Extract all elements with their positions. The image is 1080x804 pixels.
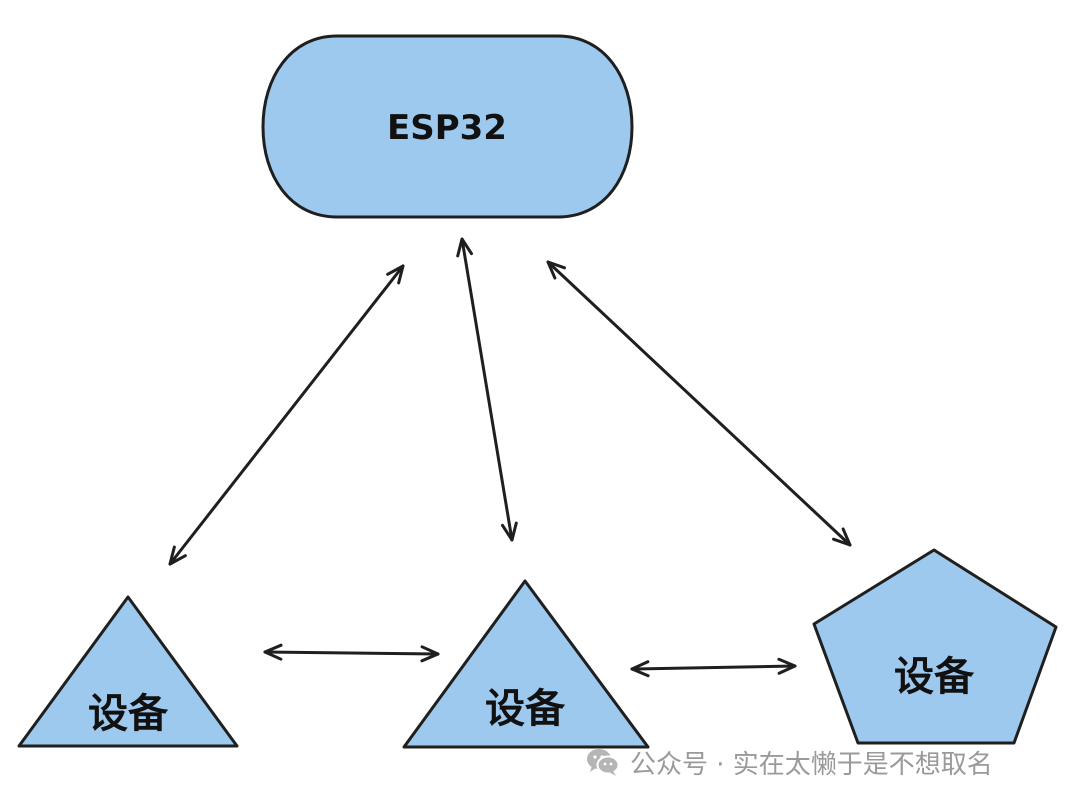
edge-device-1-device-2 bbox=[263, 643, 440, 663]
device-1-shape bbox=[17, 595, 239, 748]
watermark: 公众号 · 实在太懒于是不想取名 bbox=[586, 744, 993, 780]
device-2-shape bbox=[402, 579, 650, 749]
device-node-1: 设备 bbox=[17, 595, 239, 748]
edge-esp32-device-2 bbox=[456, 237, 518, 542]
wechat-icon bbox=[587, 749, 620, 776]
esp32-node-shape bbox=[261, 34, 634, 219]
device-1-label: 设备 bbox=[88, 691, 169, 737]
edge-esp32-device-1 bbox=[168, 264, 405, 566]
device-node-2: 设备 bbox=[402, 579, 650, 749]
watermark-text: 公众号 · 实在太懒于是不想取名 bbox=[630, 749, 993, 780]
esp32-node: ESP32 bbox=[261, 34, 634, 219]
device-node-3: 设备 bbox=[812, 548, 1058, 745]
device-3-shape bbox=[812, 548, 1058, 745]
device-2-label: 设备 bbox=[485, 686, 566, 732]
device-3-label: 设备 bbox=[894, 654, 975, 700]
edge-esp32-device-3 bbox=[546, 260, 852, 547]
edge-device-2-device-3 bbox=[630, 657, 797, 678]
esp32-label: ESP32 bbox=[387, 108, 507, 148]
